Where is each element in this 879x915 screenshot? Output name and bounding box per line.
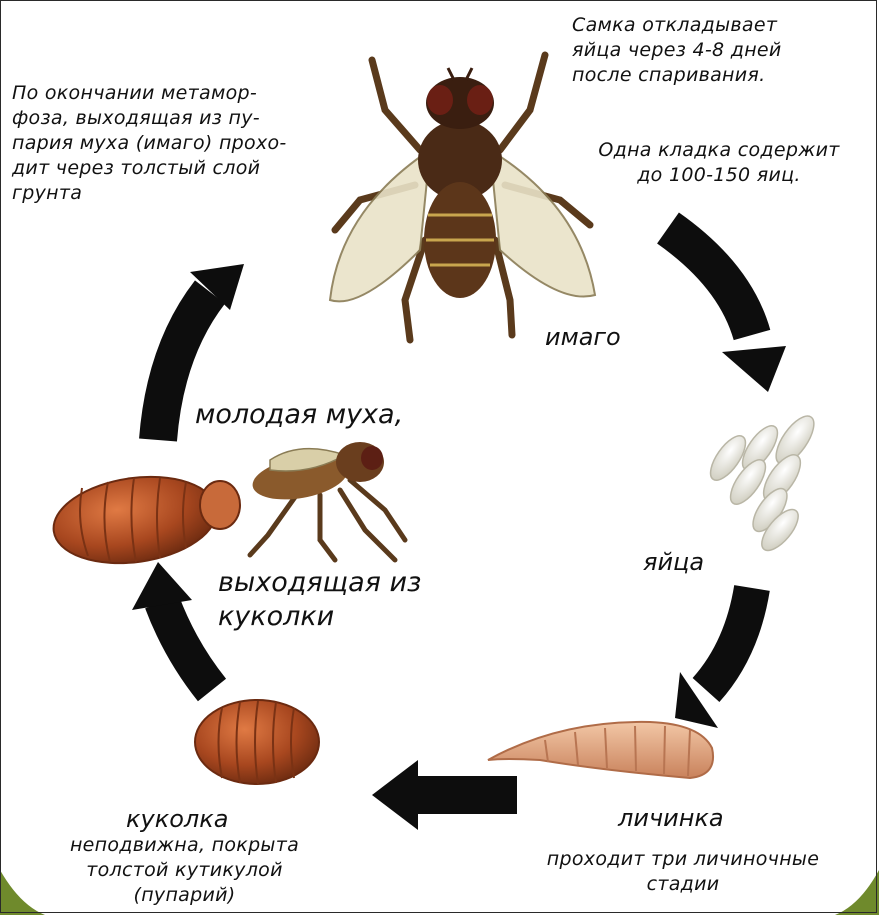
eggs-illustration	[704, 410, 821, 556]
arrow-to-larva	[675, 588, 752, 728]
note-clutch-size: Одна кладка содержит до 100-150 яиц.	[560, 138, 878, 188]
larva-illustration	[488, 722, 713, 778]
arrow-to-pupa	[372, 760, 517, 830]
label-eggs: яйца	[643, 547, 704, 577]
pupa-illustration	[195, 700, 319, 784]
label-larva: личинка	[618, 803, 724, 833]
arrow-to-young-fly	[132, 562, 212, 690]
note-egg-laying: Самка откладывает яйца через 4-8 дней по…	[572, 13, 872, 88]
label-imago: имаго	[545, 322, 621, 352]
label-pupa: куколка	[126, 804, 228, 834]
note-pupa: неподвижна, покрыта толстой кутикулой (п…	[12, 833, 357, 908]
label-emerging-from-pupa: выходящая из куколки	[218, 566, 421, 634]
note-metamorphosis: По окончании метамор- фоза, выходящая из…	[12, 81, 392, 206]
label-young-fly: молодая муха,	[195, 398, 403, 432]
note-larva-stages: проходит три личиночные стадии	[493, 847, 873, 897]
arrow-to-eggs	[668, 228, 786, 392]
young-fly-illustration	[48, 442, 405, 573]
